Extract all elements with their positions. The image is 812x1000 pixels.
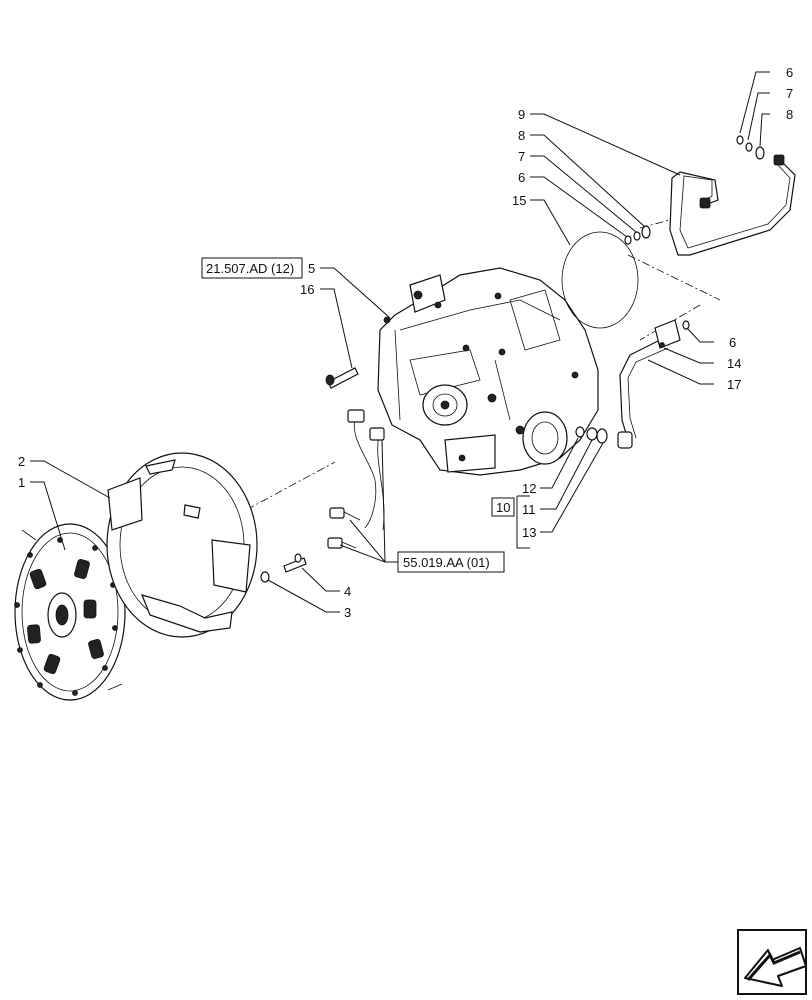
reference-21-507-label[interactable]: 21.507.AD (12): [206, 261, 294, 276]
pipe-17: [617, 319, 690, 449]
bolt-16: [325, 367, 359, 389]
callout-6-mid: 6: [518, 170, 525, 185]
callout-6-top: 6: [786, 65, 793, 80]
callout-7-mid: 7: [518, 149, 525, 164]
callout-labels: 1 2 3 4 5 16 6 7 8 9 8 7 6 15 6 14 17 12…: [18, 65, 793, 620]
callout-8-mid: 8: [518, 128, 525, 143]
callout-1: 1: [18, 475, 25, 490]
reference-55-019-label[interactable]: 55.019.AA (01): [403, 555, 490, 570]
callout-2: 2: [18, 454, 25, 469]
rings-middle: [624, 225, 651, 245]
leader-lines: [30, 71, 770, 613]
callout-3: 3: [344, 605, 351, 620]
callout-13: 13: [522, 525, 536, 540]
callout-6-right: 6: [729, 335, 736, 350]
fittings-11-12-13: [575, 426, 608, 444]
callout-16: 16: [300, 282, 314, 297]
reference-55-019[interactable]: 55.019.AA (01): [397, 551, 505, 573]
o-ring-15: [561, 231, 639, 329]
callout-11: 11: [522, 502, 536, 517]
callout-14: 14: [727, 356, 741, 371]
pump-housing: [377, 267, 599, 476]
callout-5: 5: [308, 261, 315, 276]
next-page-arrow-icon[interactable]: [737, 929, 807, 995]
pipe-9: [669, 154, 796, 256]
callout-15: 15: [512, 193, 526, 208]
flywheel-cover: [106, 452, 258, 638]
callout-10: 10: [496, 500, 510, 515]
callout-9: 9: [518, 107, 525, 122]
callout-4: 4: [344, 584, 351, 599]
reference-21-507[interactable]: 21.507.AD (12): [201, 257, 303, 279]
damper-plate: [14, 523, 126, 701]
callout-8-top: 8: [786, 107, 793, 122]
callout-12: 12: [522, 481, 536, 496]
rings-top: [736, 135, 765, 160]
washer-and-bolt: [260, 553, 307, 583]
callout-17: 17: [727, 377, 741, 392]
callout-10-box: 10: [491, 497, 515, 517]
callout-7-top: 7: [786, 86, 793, 101]
